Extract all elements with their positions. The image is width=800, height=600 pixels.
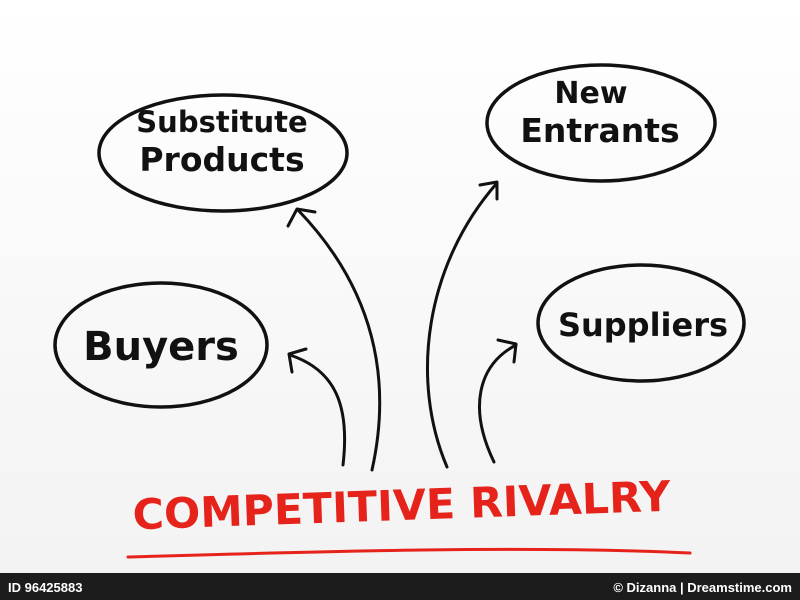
arrowhead-buyers-icon xyxy=(287,347,308,374)
arrow-to-suppliers xyxy=(478,343,518,464)
node-buyers-label: Buyers xyxy=(83,324,239,370)
node-substitute-products-ellipse xyxy=(97,93,349,213)
arrows xyxy=(286,180,518,472)
node-new-entrants-line-2: Entrants xyxy=(520,111,679,150)
node-buyers: Buyers xyxy=(53,281,269,409)
arrow-to-new-entrants xyxy=(426,181,499,469)
node-new-entrants: New Entrants xyxy=(485,63,717,183)
central-topic-underline xyxy=(126,547,692,559)
node-substitute-products: Substitute Products xyxy=(97,93,349,213)
node-new-entrants-line-1: New xyxy=(554,76,627,111)
node-new-entrants-ellipse xyxy=(485,63,717,183)
node-substitute-products-line-2: Products xyxy=(139,140,304,179)
arrowhead-suppliers-icon xyxy=(496,338,518,364)
arrow-to-buyers xyxy=(288,353,347,467)
node-suppliers-ellipse xyxy=(536,263,746,383)
arrow-to-substitute-products xyxy=(296,208,382,472)
node-suppliers-label: Suppliers xyxy=(558,306,728,344)
footer-band: ID 96425883 © Dizanna | Dreamstime.com xyxy=(0,573,800,600)
node-suppliers: Suppliers xyxy=(536,263,746,383)
footer-credit-text: © Dizanna | Dreamstime.com xyxy=(613,580,792,595)
node-buyers-ellipse xyxy=(53,281,269,409)
node-substitute-products-line-1: Substitute xyxy=(136,105,307,139)
arrowhead-substitute-products-icon xyxy=(286,207,317,228)
footer-band-bg xyxy=(0,573,800,600)
arrowhead-new-entrants-icon xyxy=(478,180,499,201)
footer-id-text: ID 96425883 xyxy=(8,580,82,595)
